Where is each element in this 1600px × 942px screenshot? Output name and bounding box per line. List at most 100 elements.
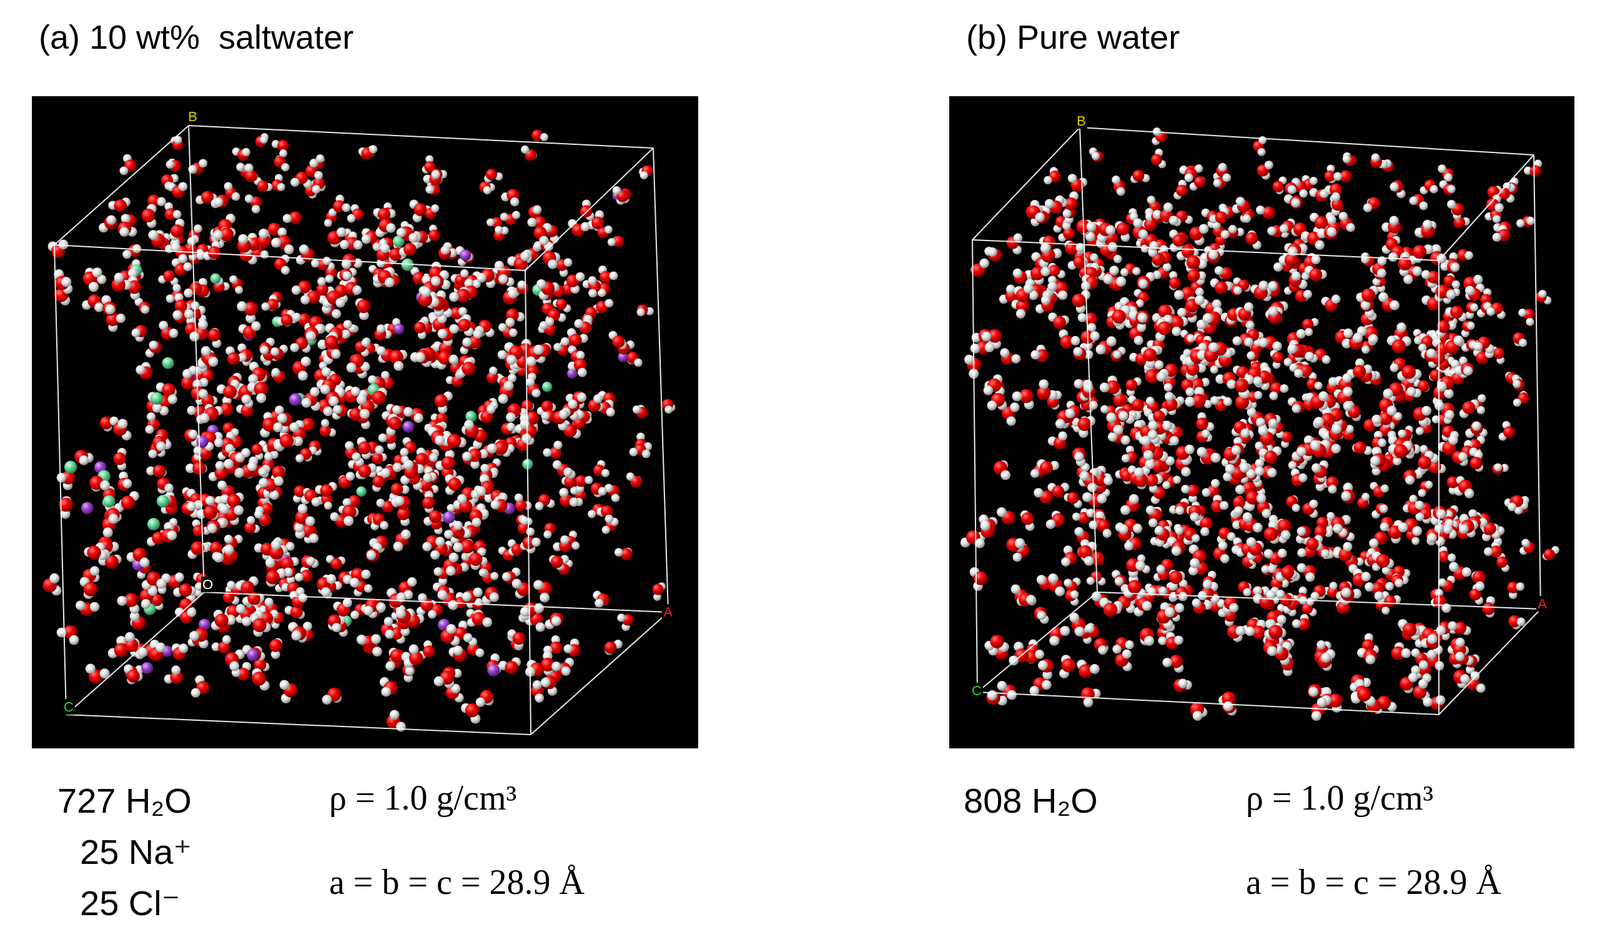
- oxygen-atom: [428, 229, 440, 242]
- hydrogen-atom: [281, 266, 290, 275]
- hydrogen-atom: [389, 709, 400, 720]
- hydrogen-atom: [407, 577, 417, 587]
- hydrogen-atom: [575, 272, 586, 282]
- hydrogen-atom: [462, 337, 472, 347]
- hydrogen-atom: [375, 602, 386, 613]
- hydrogen-atom: [378, 433, 388, 443]
- hydrogen-atom: [244, 194, 254, 203]
- hydrogen-atom: [146, 412, 156, 421]
- hydrogen-atom: [122, 479, 132, 489]
- hydrogen-atom: [241, 394, 252, 405]
- oxygen-atom: [324, 335, 339, 350]
- oxygen-atom: [357, 464, 371, 478]
- oxygen-atom: [207, 328, 222, 342]
- hydrogen-atom: [264, 452, 273, 461]
- hydrogen-atom: [547, 259, 558, 270]
- hydrogen-atom: [335, 297, 346, 308]
- hydrogen-atom: [56, 627, 67, 638]
- hydrogen-atom: [558, 487, 569, 498]
- hydrogen-atom: [322, 694, 333, 705]
- oxygen-atom: [330, 557, 343, 570]
- hydrogen-atom: [156, 197, 167, 207]
- hydrogen-atom: [392, 405, 401, 415]
- hydrogen-atom: [563, 257, 573, 267]
- hydrogen-atom: [234, 468, 244, 478]
- hydrogen-atom: [376, 345, 386, 356]
- oxygen-atom: [153, 464, 167, 478]
- hydrogen-atom: [427, 610, 437, 619]
- sodium-ion: [402, 420, 415, 433]
- oxygen-atom: [604, 641, 618, 654]
- hydrogen-atom: [479, 568, 488, 577]
- oxygen-atom: [252, 618, 267, 633]
- hydrogen-atom: [124, 632, 135, 642]
- oxygen-atom: [256, 180, 268, 192]
- hydrogen-atom: [577, 367, 588, 378]
- hydrogen-atom: [258, 477, 268, 488]
- hydrogen-atom: [593, 394, 603, 404]
- hydrogen-atom: [264, 597, 273, 607]
- hydrogen-atom: [299, 244, 310, 255]
- oxygen-atom: [104, 215, 119, 230]
- hydrogen-atom: [445, 565, 456, 576]
- hydrogen-atom: [508, 328, 518, 338]
- oxygen-atom: [549, 612, 564, 627]
- hydrogen-atom: [343, 319, 353, 329]
- hydrogen-atom: [430, 550, 440, 560]
- hydrogen-atom: [171, 665, 181, 675]
- sodium-ion: [246, 648, 260, 662]
- hydrogen-atom: [259, 345, 269, 355]
- oxygen-atom: [422, 496, 435, 509]
- hydrogen-atom: [500, 212, 509, 222]
- hydrogen-atom: [188, 429, 198, 440]
- hydrogen-atom: [626, 472, 635, 481]
- hydrogen-atom: [540, 133, 549, 142]
- hydrogen-atom: [119, 227, 130, 238]
- hydrogen-atom: [553, 440, 563, 450]
- hydrogen-atom: [301, 397, 312, 408]
- hydrogen-atom: [186, 405, 197, 416]
- oxygen-atom: [429, 274, 444, 289]
- hydrogen-atom: [116, 313, 126, 323]
- hydrogen-atom: [617, 613, 626, 622]
- hydrogen-atom: [403, 407, 413, 417]
- oxygen-atom: [114, 199, 128, 213]
- hydrogen-atom: [139, 557, 150, 568]
- hydrogen-atom: [330, 349, 341, 360]
- oxygen-atom: [612, 335, 625, 348]
- hydrogen-atom: [198, 158, 208, 168]
- chloride-ion: [150, 392, 163, 405]
- oxygen-atom: [269, 638, 283, 652]
- hydrogen-atom: [520, 251, 531, 262]
- hydrogen-atom: [392, 462, 403, 473]
- hydrogen-atom: [281, 162, 290, 172]
- hydrogen-atom: [329, 512, 339, 521]
- hydrogen-atom: [140, 305, 150, 315]
- oxygen-atom: [415, 452, 429, 466]
- oxygen-atom: [241, 580, 255, 595]
- hydrogen-atom: [488, 366, 498, 376]
- hydrogen-atom: [379, 520, 389, 530]
- hydrogen-atom: [560, 535, 569, 544]
- hydrogen-atom: [261, 302, 270, 312]
- hydrogen-atom: [274, 476, 284, 486]
- hydrogen-atom: [344, 440, 354, 450]
- hydrogen-atom: [587, 509, 596, 518]
- hydrogen-atom: [437, 329, 448, 340]
- hydrogen-atom: [444, 529, 454, 539]
- hydrogen-atom: [505, 412, 516, 423]
- hydrogen-atom: [552, 460, 563, 470]
- hydrogen-atom: [326, 573, 337, 584]
- chloride-ion: [355, 486, 367, 498]
- hydrogen-atom: [141, 598, 152, 609]
- hydrogen-atom: [435, 536, 445, 546]
- hydrogen-atom: [183, 288, 193, 298]
- hydrogen-atom: [543, 530, 552, 539]
- hydrogen-atom: [480, 464, 489, 473]
- hydrogen-atom: [290, 177, 300, 187]
- hydrogen-atom: [563, 643, 573, 654]
- hydrogen-atom: [324, 501, 333, 510]
- hydrogen-atom: [384, 277, 395, 288]
- hydrogen-atom: [314, 171, 323, 180]
- oxygen-atom: [356, 299, 371, 314]
